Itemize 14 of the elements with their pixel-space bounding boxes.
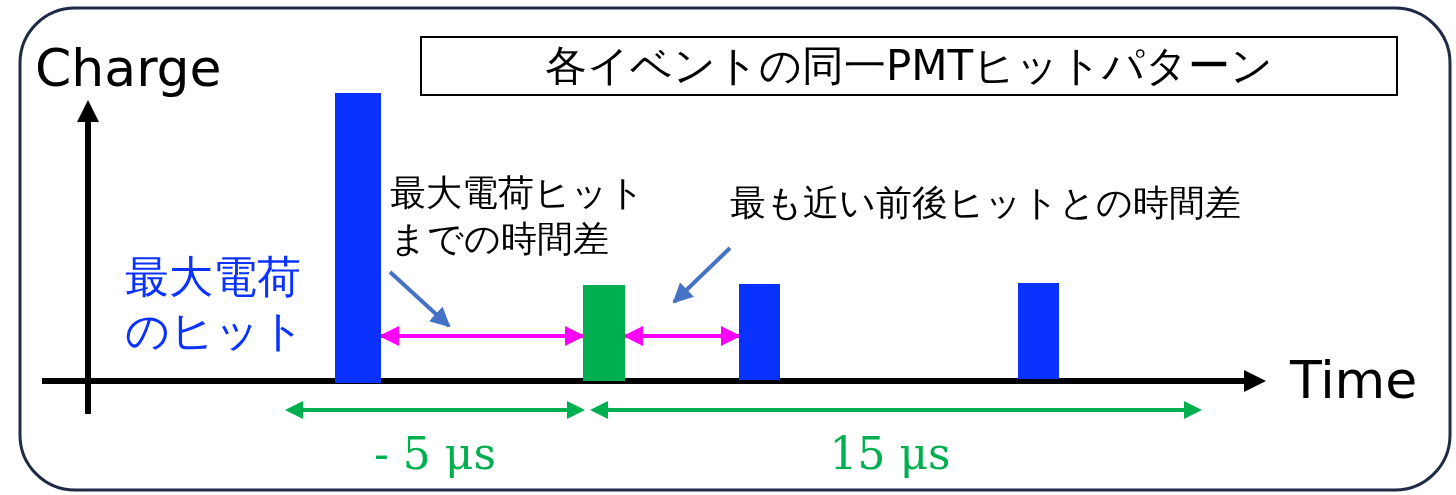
charge-bar [739,284,780,380]
leader-arrow [672,246,732,304]
charge-bar [335,93,381,383]
leader-arrow [388,270,451,328]
annotation-text: 最大電荷ヒットまでの時間差 [390,170,670,262]
axis-label: Time [1290,350,1419,410]
title-box: 各イベントの同一PMTヒットパターン [420,36,1398,96]
axis-label: Charge [35,38,223,98]
duration-label: - 5 μs [373,428,497,479]
annotation-text: 最も近い前後ヒットとの時間差 [730,180,1340,226]
duration-label: 15 μs [828,428,952,479]
charge-bar [583,285,625,381]
bar-label: 最大電荷のヒット [125,250,306,358]
charge-bar [1018,283,1059,379]
